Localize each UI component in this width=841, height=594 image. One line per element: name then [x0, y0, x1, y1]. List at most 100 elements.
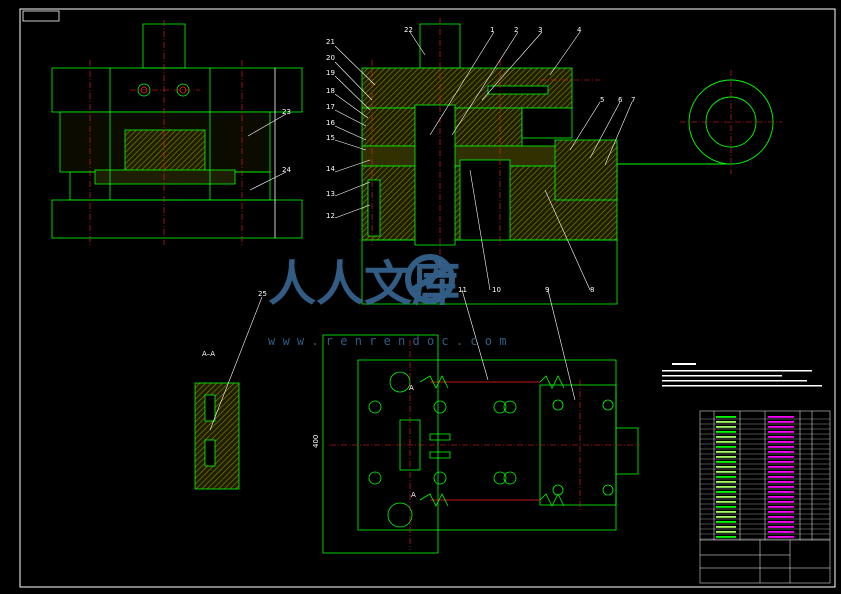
- parts-list-cell: [768, 516, 794, 518]
- parts-list-rows: [700, 416, 830, 540]
- side-view-base: [51, 199, 303, 239]
- parts-list-cell: [716, 421, 736, 423]
- front-view-die-cavity: [459, 159, 511, 241]
- section-mark-bottom: A: [411, 491, 416, 499]
- front-view-punch: [414, 104, 456, 246]
- part-label-16: 16: [326, 119, 335, 127]
- plan-view: [322, 334, 639, 554]
- parts-list-cell: [716, 516, 736, 518]
- parts-list-cell: [768, 476, 794, 478]
- parts-list-cell: [768, 501, 794, 503]
- parts-list-cell: [716, 456, 736, 458]
- parts-list-cell: [768, 526, 794, 528]
- title-block: [699, 410, 831, 584]
- watermark-url: w w w . r e n r e n d o c . c o m: [268, 334, 506, 348]
- parts-list-cell: [716, 496, 736, 498]
- part-label-20: 20: [326, 54, 335, 62]
- parts-list-cell: [716, 481, 736, 483]
- parts-list-cell: [716, 486, 736, 488]
- parts-list-cell: [768, 441, 794, 443]
- part-label-14: 14: [326, 165, 335, 173]
- parts-list-cell: [768, 431, 794, 433]
- part-label-24: 24: [282, 166, 291, 174]
- parts-list-cell: [768, 481, 794, 483]
- section-view-block: [194, 382, 240, 490]
- part-label-17: 17: [326, 103, 335, 111]
- parts-list-cell: [716, 471, 736, 473]
- parts-list-cell: [768, 466, 794, 468]
- parts-list-cell: [716, 451, 736, 453]
- front-view-slot: [521, 107, 573, 139]
- drawing-frame: [19, 8, 836, 588]
- parts-list-cell: [768, 456, 794, 458]
- part-label-2: 2: [514, 26, 518, 34]
- side-view: [51, 23, 303, 239]
- parts-list-cell: [716, 511, 736, 513]
- parts-list-cell: [716, 476, 736, 478]
- part-label-6: 6: [618, 96, 623, 104]
- part-label-13: 13: [326, 190, 335, 198]
- parts-list-cell: [768, 506, 794, 508]
- part-label-1: 1: [490, 26, 494, 34]
- renren-logo-icon: [405, 254, 455, 304]
- parts-list-cell: [716, 446, 736, 448]
- part-label-21: 21: [326, 38, 335, 46]
- blank-view-centerlines: [680, 70, 782, 174]
- parts-list-cell: [768, 426, 794, 428]
- part-label-23: 23: [282, 108, 291, 116]
- parts-list-cell: [716, 466, 736, 468]
- part-label-18: 18: [326, 87, 335, 95]
- part-label-12: 12: [326, 212, 335, 220]
- parts-list-cell: [768, 461, 794, 463]
- part-label-15: 15: [326, 134, 335, 142]
- parts-list-cell: [716, 491, 736, 493]
- section-label: A–A: [202, 350, 215, 358]
- leader-lines: [209, 31, 633, 431]
- front-view-guide-pin: [367, 179, 381, 237]
- plan-view-centerlines: [330, 340, 640, 550]
- parts-list-cell: [768, 496, 794, 498]
- parts-list-cell: [716, 416, 736, 418]
- parts-list-cell: [716, 526, 736, 528]
- parts-list-cell: [716, 521, 736, 523]
- front-view-screw: [487, 85, 549, 95]
- parts-list-cell: [716, 431, 736, 433]
- plan-view-left-plate: [322, 334, 439, 554]
- part-label-4: 4: [577, 26, 582, 34]
- watermark: 人人文库 w w w . r e n r e n d o c . c o m: [268, 254, 506, 348]
- part-label-5: 5: [600, 96, 604, 104]
- parts-list-cell: [768, 511, 794, 513]
- parts-list-cell: [768, 531, 794, 533]
- front-view-side-cam: [554, 139, 618, 201]
- parts-list-cell: [768, 451, 794, 453]
- parts-list-cell: [716, 436, 736, 438]
- section-view: [194, 382, 240, 490]
- part-label-8: 8: [590, 286, 594, 294]
- part-label-7: 7: [631, 96, 635, 104]
- parts-list-cell: [716, 531, 736, 533]
- part-label-19: 19: [326, 69, 335, 77]
- technical-notes: [662, 363, 822, 387]
- parts-list-cell: [768, 416, 794, 418]
- parts-list-cell: [768, 486, 794, 488]
- part-label-25: 25: [258, 290, 267, 298]
- parts-list-cell: [768, 536, 794, 538]
- parts-list-cell: [768, 421, 794, 423]
- parts-list-cell: [768, 491, 794, 493]
- parts-list-cell: [768, 446, 794, 448]
- parts-list-cell: [716, 461, 736, 463]
- plan-view-driver: [615, 427, 639, 475]
- side-view-stripper: [94, 169, 236, 185]
- parts-list-cell: [768, 521, 794, 523]
- part-label-11: 11: [458, 286, 467, 294]
- plan-view-dimension: 400: [312, 435, 320, 448]
- frame-corner-box: [22, 10, 60, 22]
- part-label-9: 9: [545, 286, 549, 294]
- parts-list-cell: [768, 471, 794, 473]
- parts-list-cell: [716, 506, 736, 508]
- part-number-labels: 22 1 2 3 4 5 6 7 8 9 10 11 21 20 19 18 1…: [258, 26, 635, 298]
- section-mark-top: A: [409, 384, 414, 392]
- part-label-22: 22: [404, 26, 413, 34]
- parts-list-cell: [716, 536, 736, 538]
